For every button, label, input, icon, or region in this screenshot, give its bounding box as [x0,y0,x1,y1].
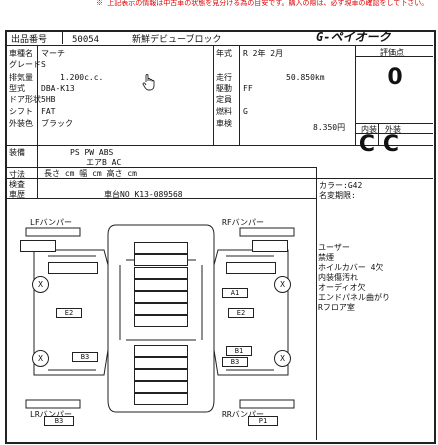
shift-label: シフト [9,107,33,116]
color-code: カラー:G42 [319,181,363,190]
panel-roof-front [134,279,188,291]
damage-code-b3-right: B3 [222,357,248,367]
tire-left-front: X [32,276,49,293]
chassis-number: 車台NO K13-089568 [104,190,183,199]
brand-logo: G-ペイオーク [316,30,391,44]
tire-left-rear: X [32,350,49,367]
inspection-date-label: 車検 [216,119,232,128]
exterior-label: 外装 [385,125,401,134]
size-label: 寸法 [9,170,25,179]
history-label: 車歴 [9,190,25,199]
panel-rear-glass [134,315,188,327]
panel-left-fender [20,240,56,252]
panel-rear-lower [134,369,188,381]
damage-code-a1: A1 [222,288,248,298]
tire-right-rear: X [274,350,291,367]
front-left-bumper-label: LFバンパー [30,218,73,227]
mileage-value: 50.850km [286,73,325,82]
displacement-label: 排気量 [9,73,33,82]
note-line-7: Rフロア室 [318,303,355,312]
lot-number: 50054 [72,35,100,45]
name-label: 車種名 [9,49,33,58]
equipment-row-1: PS PW ABS [70,148,114,157]
lot-label: 出品番号 [11,35,48,45]
rear-left-bumper-label: LRバンパー [30,410,73,419]
shift-value: FAT [41,107,56,116]
note-line-5: オーディオ欠 [318,283,366,292]
panel-hood [134,254,188,266]
panel-right-fender [252,240,288,252]
exterior-score: C [382,132,400,157]
doors-value: 5HB [41,95,56,104]
note-line-2: 禁煙 [318,253,334,262]
grade-value: S [41,60,46,69]
panel-windshield [134,267,188,279]
price-value: 8.350円 [313,123,346,132]
notice-text: ※ 上記表示の情報は中古車の状態を見分ける為の目安です。購入の際は、必ず現車の確… [96,0,429,7]
interior-label: 内装 [361,125,377,134]
inspection-label: 検査 [9,180,25,189]
mileage-label: 走行 [216,73,232,82]
model-value: DBA-K13 [41,84,75,93]
damage-code-b1: B1 [226,346,252,356]
doors-label: ドア形状 [9,95,41,104]
event-name: 新鮮デビューブロック [132,35,222,45]
capacity-label: 定員 [216,95,232,104]
size-values: 長さ cm 幅 cm 高さ cm [44,169,137,178]
panel-left-front-door [48,262,98,274]
damage-code-e2-right: E2 [228,308,254,318]
panel-rear-bumper-top [134,393,188,405]
damage-code-b3-rear: B3 [44,416,74,426]
score-label: 評価点 [380,48,404,57]
fuel-value: G [243,107,248,116]
displacement-value: 1.200c.c. [60,73,104,82]
rear-right-bumper-label: RRバンパー [222,410,265,419]
note-line-6: エンドパネル曲がり [318,293,390,302]
damage-diagram: LFバンパー RFバンパー LRバンパー RRバンパー A1 E2 E2 B3 … [8,200,314,438]
drive-value: FF [243,84,253,93]
year-value: R 2年 2月 [243,49,284,58]
panel-roof-rear [134,303,188,315]
name-value: マーチ [41,49,65,58]
note-line-3: ホイルカバー 4欠 [318,263,384,272]
grade-label: グレード [9,60,41,69]
equipment-label: 装備 [9,148,25,157]
equipment-row-2: エアB AC [86,158,122,167]
tire-right-front: X [274,276,291,293]
damage-code-e2-left: E2 [56,308,82,318]
color-label: 外装色 [9,119,33,128]
drive-label: 駆動 [216,84,232,93]
panel-rear-center [134,357,188,369]
hand-cursor-icon [142,73,156,91]
panel-rear-end [134,381,188,393]
front-right-bumper-label: RFバンパー [222,218,265,227]
note-line-1: ユーザー [318,243,350,252]
panel-trunk [134,345,188,357]
interior-score: C [358,132,376,157]
fuel-label: 燃料 [216,107,232,116]
damage-code-b3-left: B3 [72,352,98,362]
panel-hood-front [134,242,188,254]
sheet-frame [5,30,436,444]
remarks-label: 名変期限: [319,191,356,200]
damage-code-p1: P1 [248,416,278,426]
panel-right-front-door [226,262,276,274]
note-line-4: 内装傷汚れ [318,273,358,282]
color-value: ブラック [41,119,73,128]
panel-roof [134,291,188,303]
year-label: 年式 [216,49,232,58]
overall-score: 0 [387,65,403,90]
model-label: 型式 [9,84,25,93]
